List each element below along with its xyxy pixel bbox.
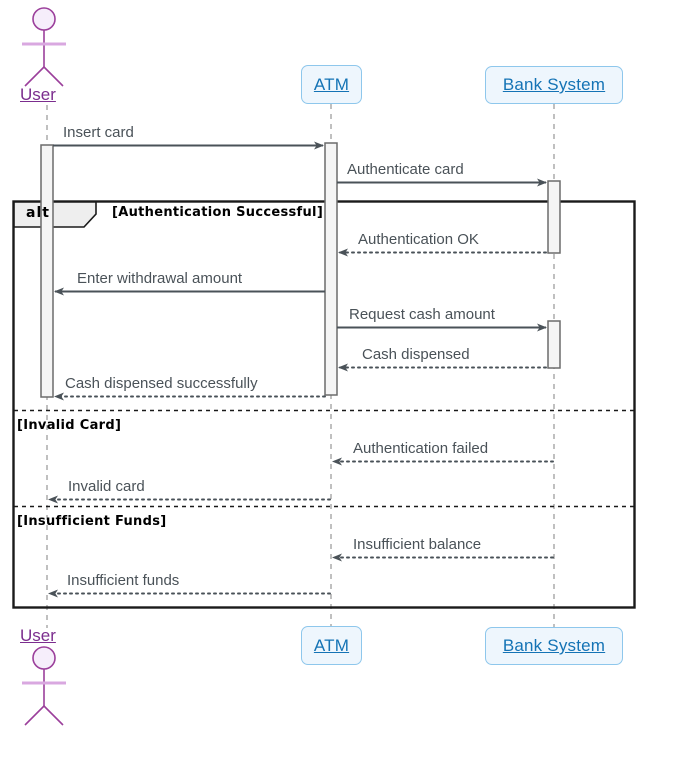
fragment-operator-alt: alt (26, 205, 50, 221)
actor-figure-user-top (22, 7, 66, 87)
message-label-insert-card: Insert card (63, 124, 134, 141)
actor-label-user-bottom: User (20, 626, 56, 645)
message-label-authentication-failed: Authentication failed (353, 440, 489, 457)
participant-box-bank-bottom[interactable]: Bank System (485, 627, 623, 665)
message-label-cash-dispensed-successfully: Cash dispensed successfully (65, 375, 258, 392)
message-label-insufficient-balance: Insufficient balance (353, 536, 482, 553)
message-label-enter-withdrawal-amount: Enter withdrawal amount (77, 270, 243, 287)
activation-bank-2 (547, 320, 561, 369)
fragment-guard-invalid-card: [Invalid Card] (17, 418, 122, 433)
participant-label-atm-bottom: ATM (313, 635, 350, 655)
activation-user (40, 144, 54, 398)
fragment-guard-insufficient-funds: [Insufficient Funds] (17, 514, 167, 529)
participant-box-atm-top[interactable]: ATM (301, 65, 362, 104)
message-label-invalid-card: Invalid card (68, 478, 145, 495)
participant-label-bank-system: Bank System (502, 75, 606, 94)
message-label-authenticate-card: Authenticate card (347, 161, 464, 178)
participant-label-bank-system-bottom: Bank System (502, 636, 606, 655)
fragment-guard-authentication-successful: [Authentication Successful] (112, 205, 324, 220)
message-label-request-cash-amount: Request cash amount (349, 306, 495, 323)
participant-box-atm-bottom[interactable]: ATM (301, 626, 362, 665)
participant-box-bank-top[interactable]: Bank System (485, 66, 623, 104)
message-label-insufficient-funds: Insufficient funds (67, 572, 180, 589)
activation-atm (324, 142, 338, 396)
message-label-authentication-ok: Authentication OK (358, 231, 479, 248)
participant-label-atm: ATM (313, 74, 350, 94)
alt-fragment-frame (12, 200, 636, 609)
activation-bank-1 (547, 180, 561, 254)
actor-label-user-top: User (20, 85, 56, 104)
message-label-cash-dispensed: Cash dispensed (362, 346, 470, 363)
actor-figure-user-bottom (22, 646, 66, 726)
